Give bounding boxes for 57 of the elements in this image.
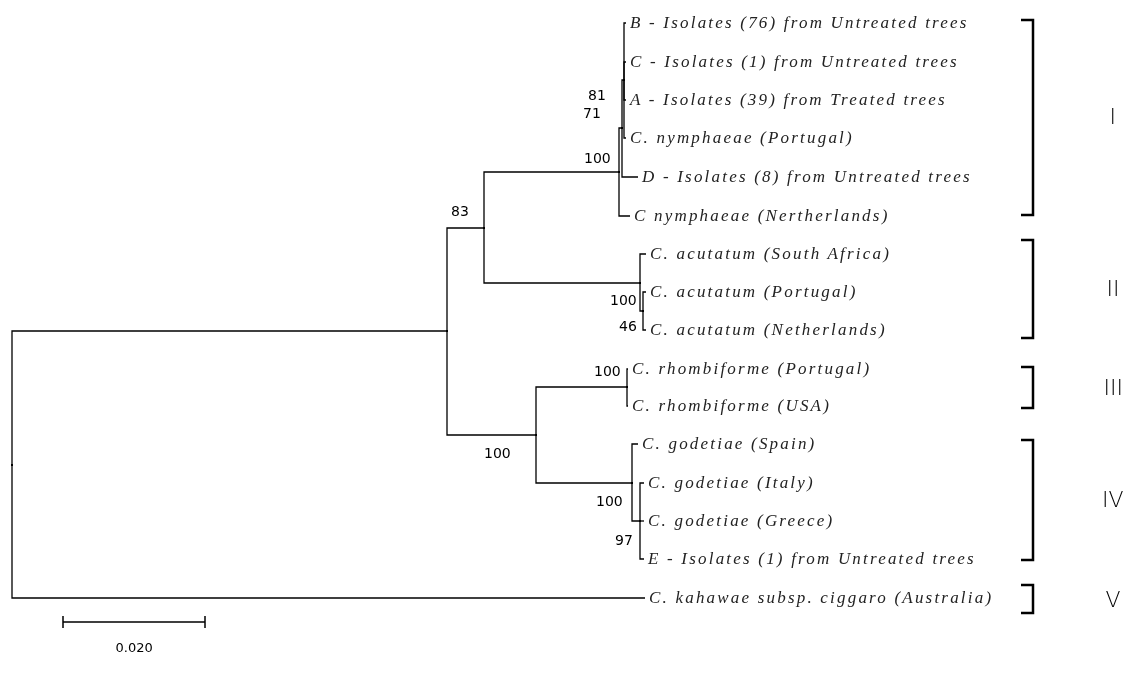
taxon-label: C. rhombiforme (USA) <box>628 395 832 417</box>
tree-branch <box>446 227 485 332</box>
bootstrap-value: 46 <box>619 318 637 334</box>
taxon-label: C. acutatum (Portugal) <box>646 281 858 303</box>
bootstrap-value: 83 <box>451 203 469 219</box>
bootstrap-value: 97 <box>615 532 633 548</box>
taxon-label: C nymphaeae (Nertherlands) <box>630 205 890 227</box>
tree-branch <box>642 291 647 312</box>
clade-number: III <box>1103 375 1123 401</box>
bootstrap-value: 100 <box>584 150 611 166</box>
tree-branch <box>639 520 645 560</box>
bootstrap-value: 100 <box>484 445 511 461</box>
taxon-label: C. acutatum (South Africa) <box>646 243 892 265</box>
taxon-label: C. acutatum (Netherlands) <box>646 319 887 341</box>
bootstrap-value: 81 <box>588 87 606 103</box>
tree-branch <box>626 386 629 407</box>
tree-branch <box>11 464 646 599</box>
bootstrap-value: 100 <box>594 363 621 379</box>
tree-branch <box>631 443 639 484</box>
taxon-label: C. kahawae subsp. ciggaro (Australia) <box>645 587 994 609</box>
tree-branch <box>11 330 448 466</box>
tree-branch <box>446 330 537 436</box>
taxon-label: B - Isolates (76) from Untreated trees <box>626 12 969 34</box>
clade-number: V <box>1105 587 1121 613</box>
taxon-label: A - Isolates (39) from Treated trees <box>626 89 947 111</box>
tree-branch <box>631 482 641 522</box>
taxon-label: C - Isolates (1) from Untreated trees <box>626 51 959 73</box>
taxon-label: C. nymphaeae (Portugal) <box>626 127 854 149</box>
tree-branch <box>642 310 647 331</box>
taxon-label: C. rhombiforme (Portugal) <box>628 358 872 380</box>
bootstrap-value: 100 <box>610 292 637 308</box>
tree-branch <box>623 79 627 139</box>
scale-value: 0.020 <box>115 640 153 656</box>
taxon-label: C. godetiae (Greece) <box>644 510 835 532</box>
tree-branch <box>639 253 647 284</box>
tree-branch <box>535 434 633 484</box>
tree-branch <box>483 227 641 284</box>
tree-branch <box>639 520 645 522</box>
bootstrap-value: 71 <box>583 105 601 121</box>
clade-number: II <box>1106 276 1120 302</box>
bootstrap-value: 100 <box>596 493 623 509</box>
tree-branch <box>618 171 631 217</box>
taxon-label: E - Isolates (1) from Untreated trees <box>644 548 976 570</box>
tree-branch <box>621 79 625 129</box>
tree-branch <box>639 282 644 312</box>
tree-branch <box>535 386 628 436</box>
taxon-label: C. godetiae (Spain) <box>638 433 817 455</box>
tree-branch <box>626 368 629 388</box>
tree-branch <box>623 61 627 81</box>
tree-branch <box>639 482 645 522</box>
taxon-label: C. godetiae (Italy) <box>644 472 815 494</box>
clade-number: I <box>1109 104 1116 130</box>
tree-branch <box>618 127 623 173</box>
taxon-label: D - Isolates (8) from Untreated trees <box>638 166 972 188</box>
clade-number: IV <box>1102 487 1124 513</box>
tree-branch <box>483 171 620 229</box>
tree-branch <box>621 127 639 178</box>
